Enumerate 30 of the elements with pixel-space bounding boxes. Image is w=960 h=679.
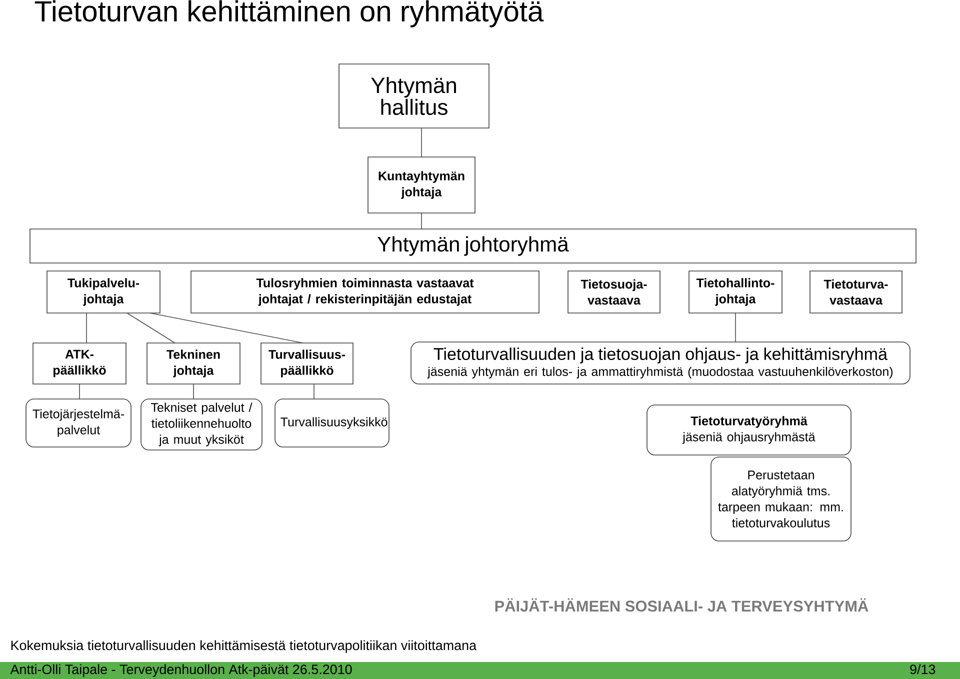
org-box: Tietosuoja-vastaava <box>568 270 660 314</box>
org-band: Yhtymän johtoryhmä <box>30 228 916 264</box>
connector-line <box>421 212 422 230</box>
org-box: Tietohallinto-johtaja <box>688 270 782 314</box>
page-number: 9/13 <box>910 664 936 674</box>
org-box: Turvallisuus-päällikkö <box>260 342 354 384</box>
org-box: Tietoturva-vastaava <box>810 270 902 314</box>
unit-box: Tekniset palvelut / tietoliikennehuolto ja muut yksiköt <box>140 398 262 450</box>
connector-line <box>79 384 80 400</box>
org-box: ATK-päällikkö <box>32 342 126 384</box>
group-box: Tietoturvatyöryhmä jäseniä ohjausryhmästä <box>646 404 852 456</box>
org-box: Tukipalvelu-johtaja <box>46 270 160 314</box>
connector-line <box>421 128 422 158</box>
org-box: Kuntayhtymän johtaja <box>368 156 476 214</box>
unit-box: Perustetaan alatyöryhmiä tms. tarpeen mukaan: mm. tietoturvakoulutus <box>710 456 852 542</box>
connector-line <box>86 312 87 344</box>
connector-line <box>126 312 176 344</box>
unit-box: Tietojärjestelmä-palvelut <box>26 398 132 448</box>
org-box: Yhtymän hallitus <box>338 64 490 128</box>
footer-text: Antti-Olli Taipale - Terveydenhuollon Atk-päivät 26.5.2010 <box>10 664 352 677</box>
org-box: Tulosryhmien toiminnasta vastaavat johtajat / rekisterinpitäjän edustajat <box>190 270 540 314</box>
unit-box: Turvallisuusyksikkö <box>274 398 390 448</box>
org-box: Tekninen johtaja <box>146 342 240 384</box>
group-box: Tietoturvallisuuden ja tietosuojan ohjaus- ja kehittämisryhmä jäseniä yhtymän eri tulos- ja ammattiryhmistä (muodostaa vastuuhenkilöverkoston) <box>410 342 910 384</box>
connector-line <box>193 384 194 400</box>
connector-line <box>150 312 304 344</box>
connector-line <box>735 312 736 342</box>
slide-title: Tietoturvan kehittäminen on ryhmätyötä <box>34 0 544 28</box>
presentation-subtitle: Kokemuksia tietoturvallisuuden kehittämisestä tietoturvapolitiikan viitoittamana <box>11 640 477 653</box>
organization-name: PÄIJÄT-HÄMEEN SOSIAALI- JA TERVEYSYHTYMÄ <box>495 598 868 612</box>
